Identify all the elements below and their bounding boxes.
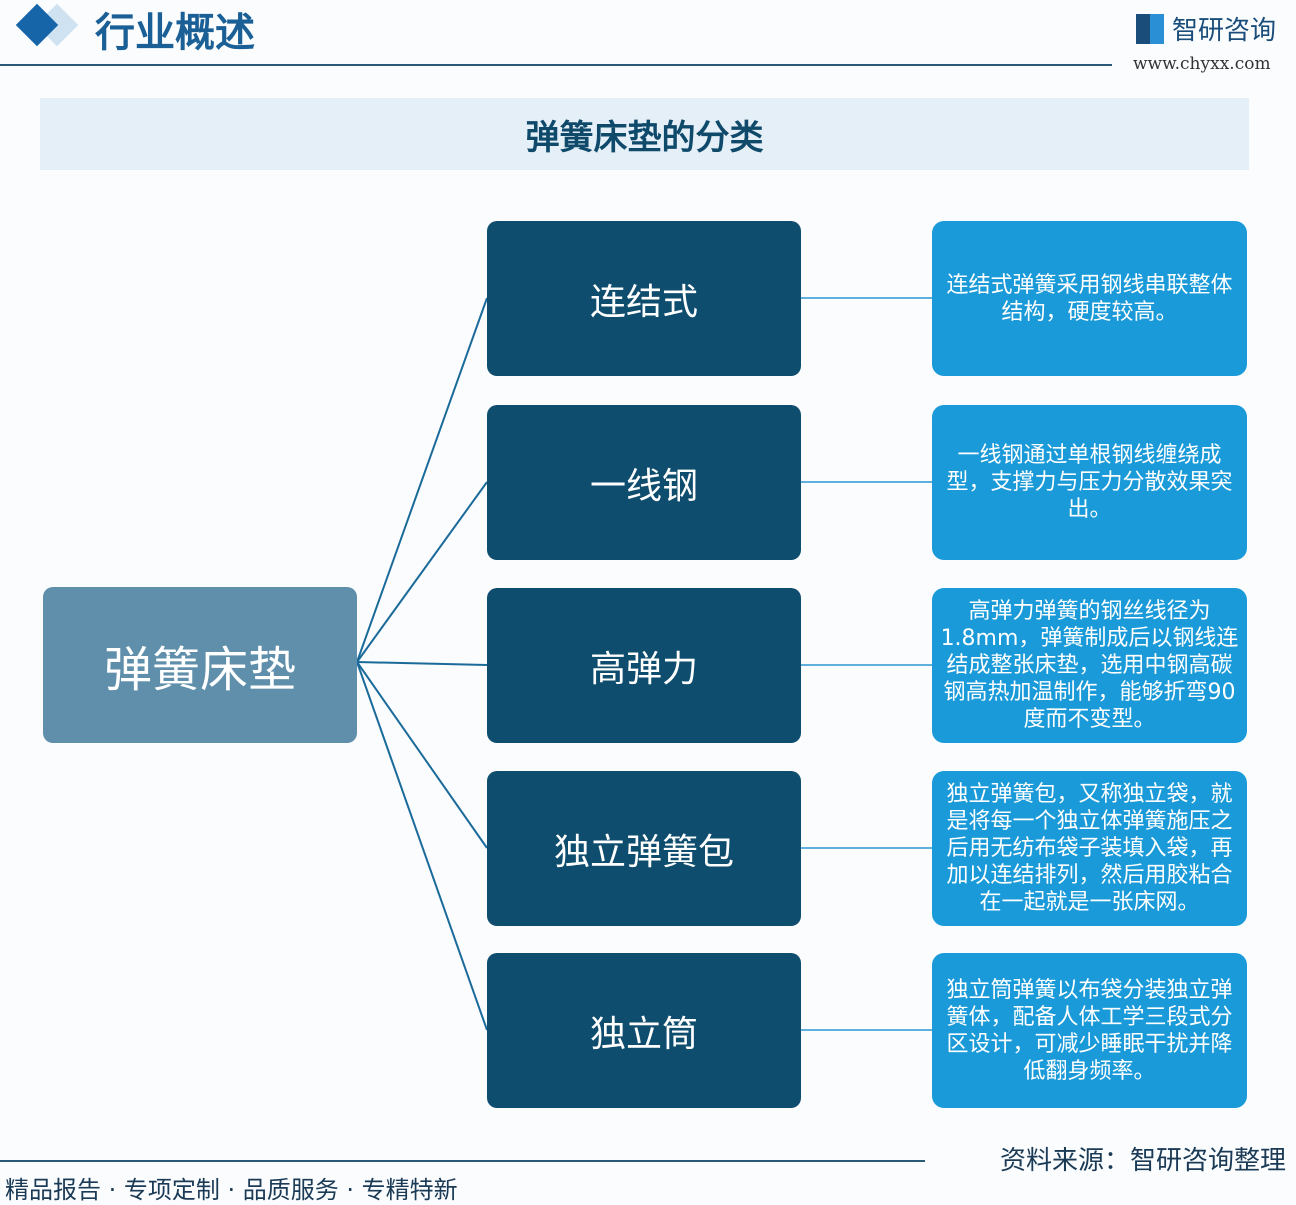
category-node: 高弹力 <box>487 588 801 743</box>
category-description: 独立弹簧包，又称独立袋，就是将每一个独立体弹簧施压之后用无纺布袋子装填入袋，再加… <box>932 771 1247 926</box>
branch-line <box>356 661 488 1031</box>
footer-divider <box>0 1160 925 1162</box>
section-title: 行业概述 <box>95 10 255 56</box>
branch-line <box>356 297 488 663</box>
branch-line <box>356 481 488 663</box>
branch-line <box>356 661 488 849</box>
logo-icon <box>1136 13 1164 44</box>
header-divider <box>0 64 1112 66</box>
website-url: www.chyxx.com <box>1133 54 1271 74</box>
category-description: 一线钢通过单根钢线缠绕成型，支撑力与压力分散效果突出。 <box>932 405 1247 560</box>
diagram-title: 弹簧床垫的分类 <box>40 98 1249 170</box>
source-note: 资料来源：智研咨询整理 <box>1000 1146 1287 1176</box>
category-node: 连结式 <box>487 221 801 376</box>
logo: 智研咨询 <box>1136 10 1276 47</box>
root-node: 弹簧床垫 <box>43 587 357 743</box>
category-description: 连结式弹簧采用钢线串联整体结构，硬度较高。 <box>932 221 1247 376</box>
branch-line <box>356 661 488 666</box>
logo-text: 智研咨询 <box>1172 16 1277 46</box>
category-description: 独立筒弹簧以布袋分装独立弹簧体，配备人体工学三段式分区设计，可减少睡眠干扰并降低… <box>932 953 1247 1108</box>
category-description: 高弹力弹簧的钢丝线径为1.8mm，弹簧制成后以钢线连结成整张床垫，选用中钢高碳钢… <box>932 588 1247 743</box>
category-node: 独立弹簧包 <box>487 771 801 926</box>
category-node: 独立筒 <box>487 953 801 1108</box>
footer-slogan: 精品报告 · 专项定制 · 品质服务 · 专精特新 <box>5 1176 458 1204</box>
category-node: 一线钢 <box>487 405 801 560</box>
